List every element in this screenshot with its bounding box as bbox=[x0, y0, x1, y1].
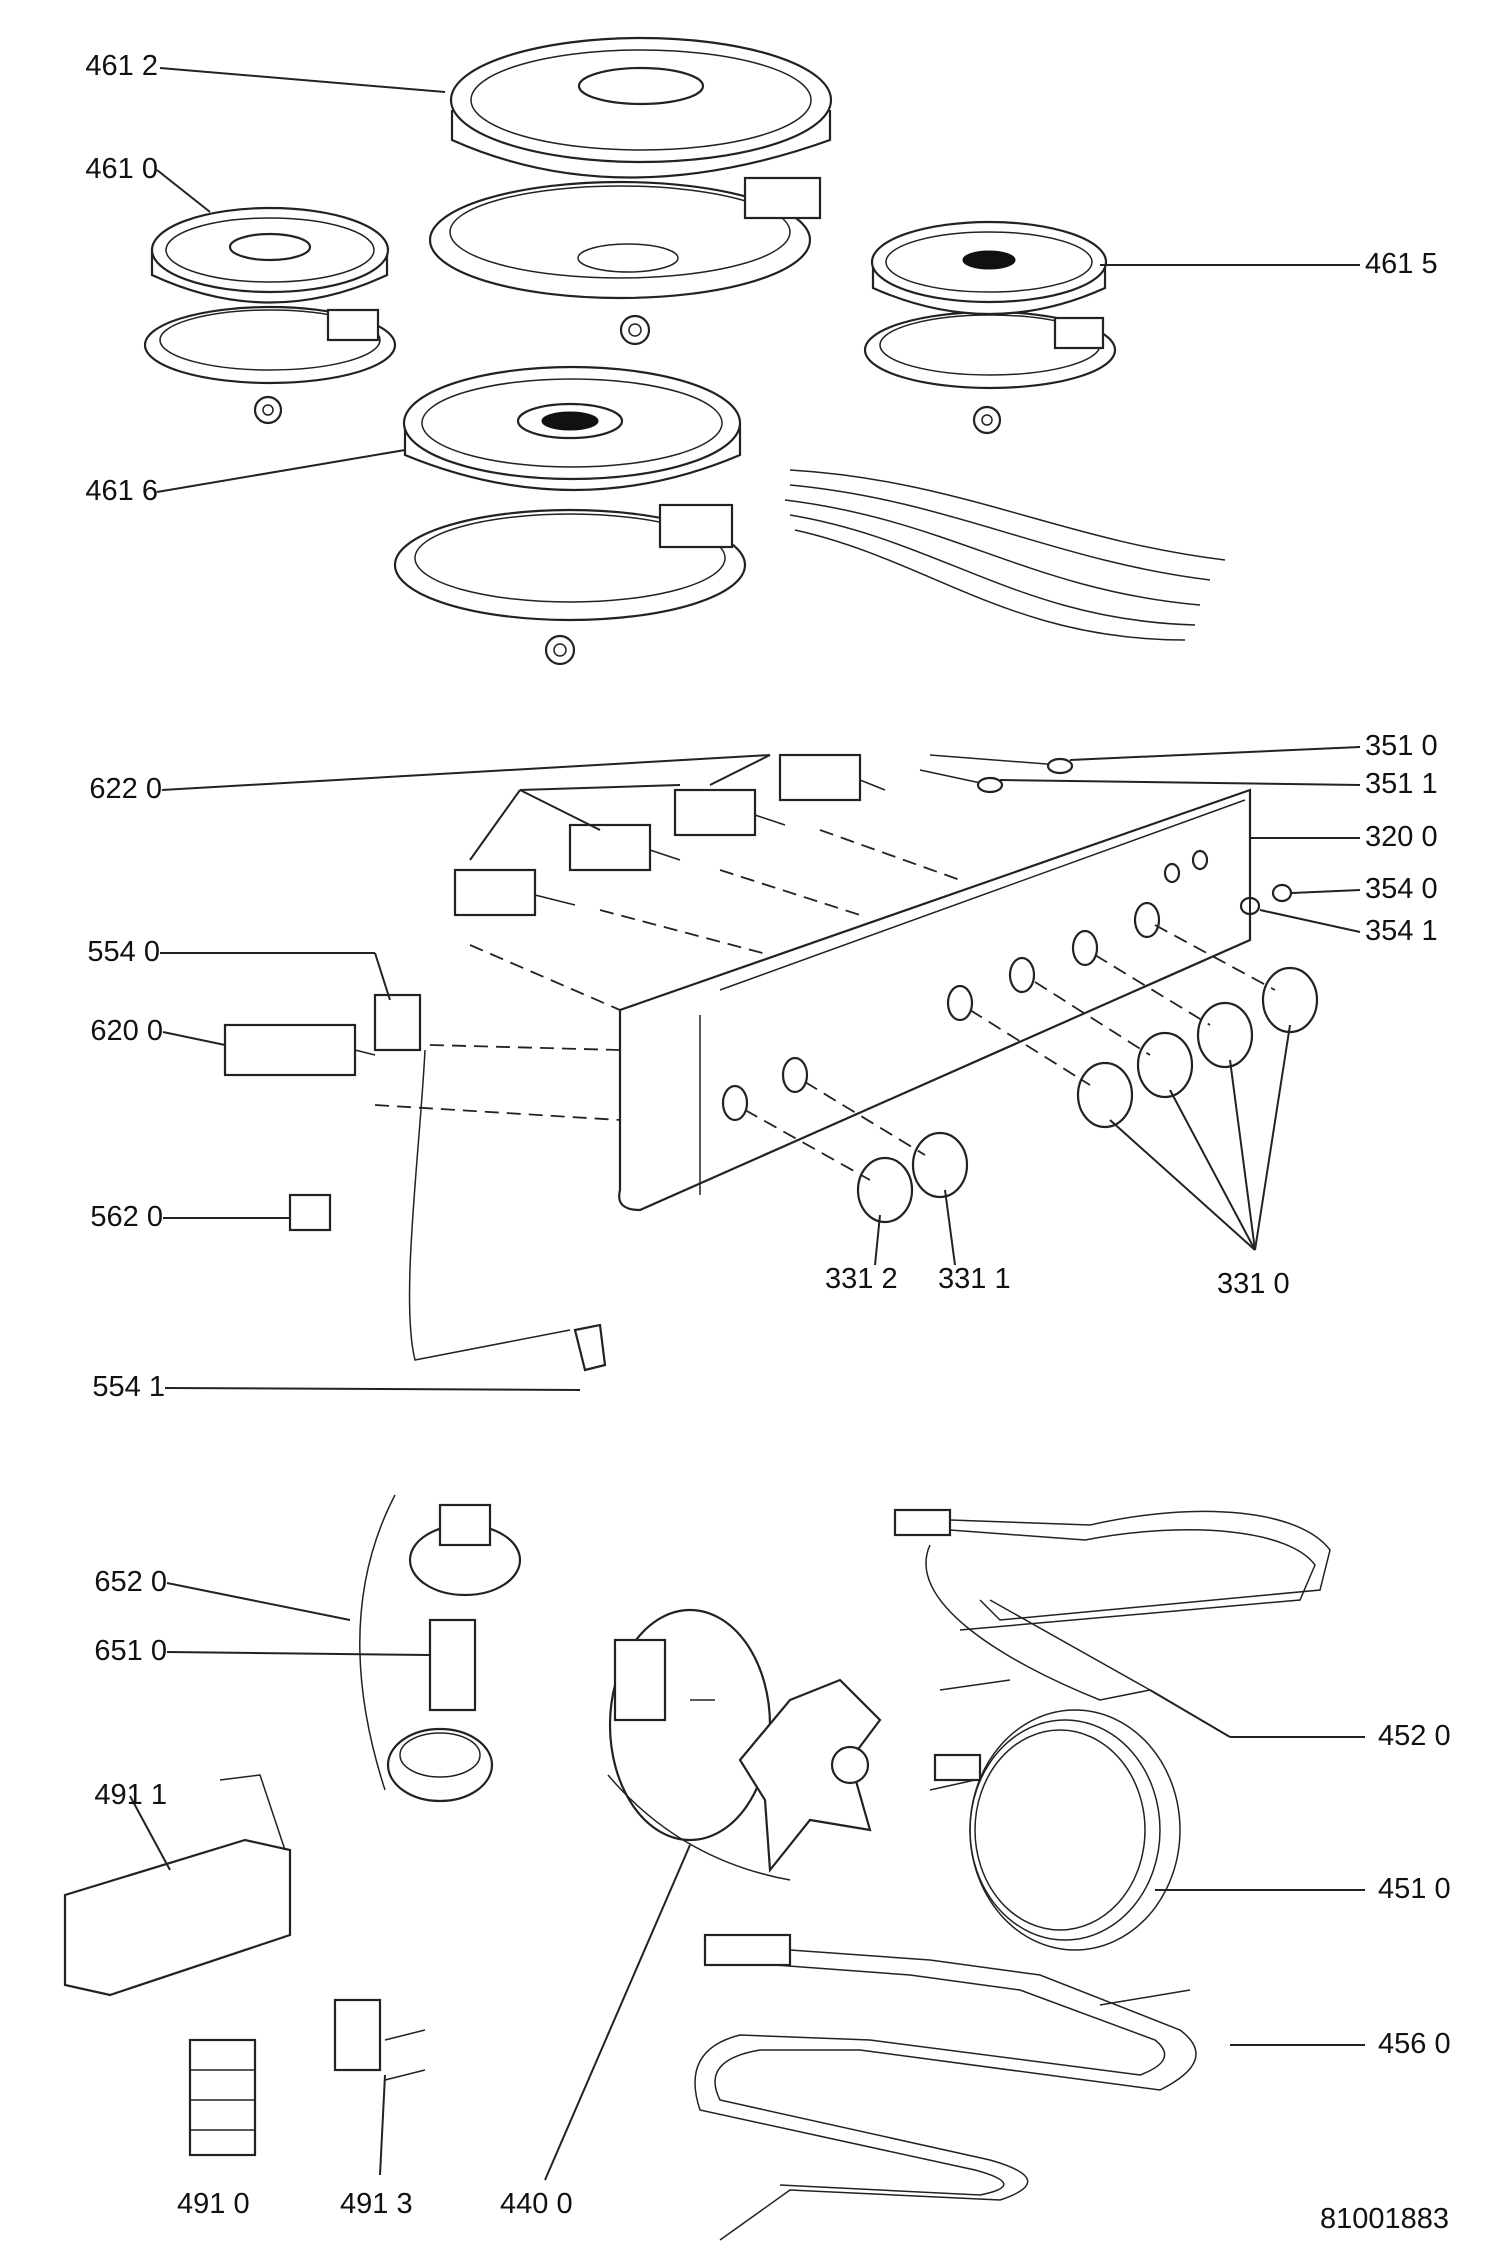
hotplate-461-5 bbox=[863, 220, 1117, 435]
hotplate-461-6 bbox=[393, 365, 747, 666]
bracket-491-1 bbox=[63, 1774, 292, 1997]
wiring-harness bbox=[784, 469, 1226, 641]
drawing-number: 81001883 bbox=[1320, 2203, 1450, 2235]
callout-620-0: 620 0 bbox=[90, 1015, 163, 1047]
callout-320-0: 320 0 bbox=[1365, 821, 1438, 853]
control-panel-320 bbox=[618, 788, 1252, 1212]
thermostat-554 bbox=[373, 993, 607, 1372]
callout-554-1: 554 1 bbox=[92, 1371, 165, 1403]
leader-lines bbox=[129, 67, 1365, 2181]
callout-452-0: 452 0 bbox=[1378, 1720, 1451, 1752]
callout-461-6: 461 6 bbox=[85, 475, 158, 507]
callout-491-0: 491 0 bbox=[177, 2188, 250, 2220]
hotplate-461-2 bbox=[428, 36, 833, 346]
callout-451-0: 451 0 bbox=[1378, 1873, 1451, 1905]
callout-354-1: 354 1 bbox=[1365, 915, 1438, 947]
fan-motor-440 bbox=[607, 1608, 882, 1881]
callout-351-0: 351 0 bbox=[1365, 730, 1438, 762]
cutout-562 bbox=[288, 1193, 332, 1232]
lamp-assembly bbox=[359, 1494, 522, 1803]
callout-331-1: 331 1 bbox=[938, 1263, 1011, 1295]
callout-351-1: 351 1 bbox=[1365, 768, 1438, 800]
callout-456-0: 456 0 bbox=[1378, 2028, 1451, 2060]
callout-331-0: 331 0 bbox=[1217, 1268, 1290, 1300]
callout-461-5: 461 5 bbox=[1365, 248, 1438, 280]
terminal-block-491-0 bbox=[188, 2038, 257, 2157]
assembly-lines bbox=[374, 829, 1276, 1181]
callout-461-0: 461 0 bbox=[85, 153, 158, 185]
grill-element-452 bbox=[893, 1508, 1331, 1701]
knobs bbox=[856, 966, 1319, 1224]
callout-491-1: 491 1 bbox=[94, 1779, 167, 1811]
callout-651-0: 651 0 bbox=[94, 1635, 167, 1667]
bottom-element-456 bbox=[694, 1933, 1197, 2241]
circular-element-451 bbox=[929, 1709, 1181, 1951]
callout-562-0: 562 0 bbox=[90, 1201, 163, 1233]
clamp-491-3 bbox=[333, 1998, 426, 2081]
callout-622-0: 622 0 bbox=[89, 773, 162, 805]
switches-622 bbox=[453, 753, 886, 917]
panel-leads bbox=[919, 754, 1293, 916]
callout-354-0: 354 0 bbox=[1365, 873, 1438, 905]
callout-331-2: 331 2 bbox=[825, 1263, 898, 1295]
callout-652-0: 652 0 bbox=[94, 1566, 167, 1598]
selector-switch-620 bbox=[223, 1023, 376, 1077]
callout-461-2: 461 2 bbox=[85, 50, 158, 82]
hotplate-461-0 bbox=[143, 206, 397, 425]
callout-491-3: 491 3 bbox=[340, 2188, 413, 2220]
callout-440-0: 440 0 bbox=[500, 2188, 573, 2220]
callout-554-0: 554 0 bbox=[87, 936, 160, 968]
